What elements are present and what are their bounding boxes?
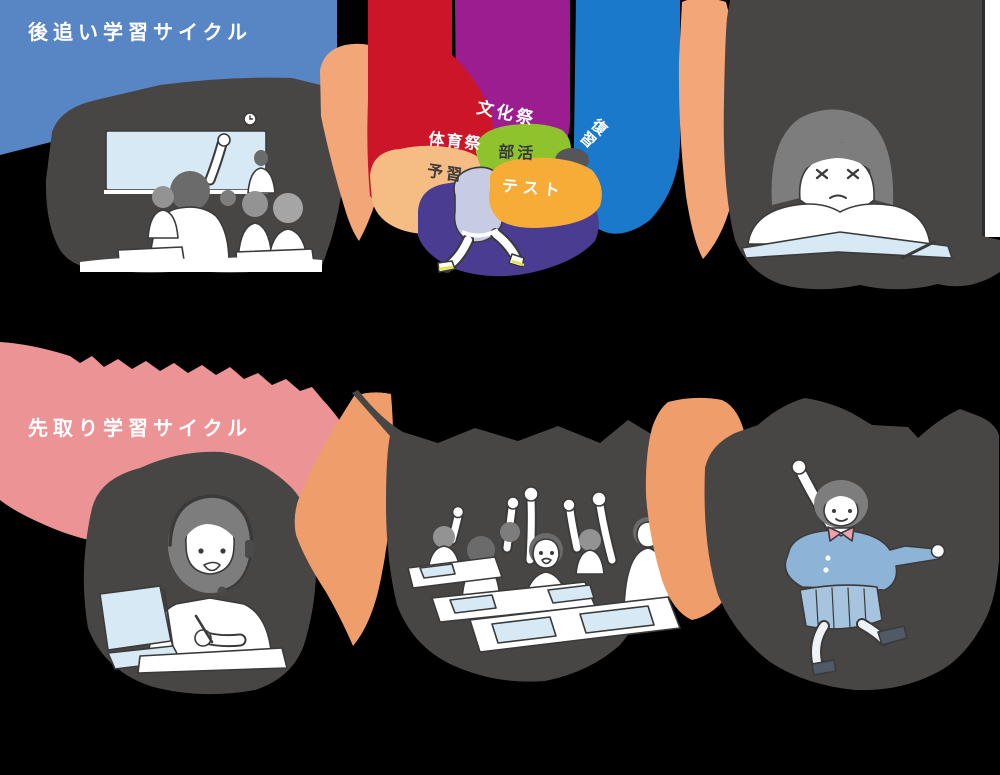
eye bbox=[832, 509, 836, 513]
frown-mouth bbox=[829, 194, 847, 199]
tablet-screen bbox=[99, 585, 172, 651]
open-mouth bbox=[541, 557, 552, 565]
folded-arms bbox=[747, 203, 931, 245]
jumping-happy-student-illustration bbox=[784, 459, 946, 676]
tablet-stand bbox=[163, 589, 174, 649]
eye bbox=[848, 509, 852, 513]
exhausted-student-panel bbox=[723, 0, 1000, 290]
open-smile-mouth bbox=[203, 561, 221, 572]
online-learning-headset-girl-illustration bbox=[99, 494, 288, 674]
cropped-edge-strip bbox=[982, 0, 985, 237]
blazer-button bbox=[825, 555, 831, 561]
online-learning-panel bbox=[83, 451, 317, 695]
raised-hand bbox=[451, 505, 465, 519]
student-head bbox=[220, 190, 236, 206]
raised-hand bbox=[523, 486, 539, 502]
raised-hand bbox=[591, 491, 607, 507]
clock-hands bbox=[249, 115, 254, 120]
x-eye-left bbox=[815, 168, 829, 180]
exhausted-student-at-desk-illustration bbox=[741, 109, 953, 260]
girl-bangs bbox=[821, 487, 861, 508]
busy-schedule-activities-cluster bbox=[367, 0, 681, 277]
student-head-main bbox=[170, 171, 210, 211]
desk-row-edge bbox=[80, 257, 322, 272]
raised-hand bbox=[217, 133, 231, 147]
jumping-student-panel bbox=[704, 398, 999, 691]
open-notebook bbox=[741, 231, 953, 259]
eye bbox=[220, 548, 226, 554]
blazer-button bbox=[823, 567, 829, 573]
eye bbox=[550, 551, 554, 555]
student-head bbox=[467, 536, 495, 564]
teacher-body bbox=[247, 167, 276, 194]
girl-bangs bbox=[798, 142, 876, 175]
student-head bbox=[152, 186, 174, 208]
headset-band bbox=[168, 494, 254, 547]
activity-label-bukatsu: 部活 bbox=[497, 141, 537, 163]
x-eye-right bbox=[846, 168, 860, 180]
ribbon-bow-icon bbox=[827, 526, 855, 542]
headset-earpiece bbox=[245, 540, 254, 558]
student-head bbox=[433, 526, 455, 548]
notebook bbox=[579, 605, 655, 634]
teacher-head bbox=[254, 150, 268, 166]
headset-mic-boom bbox=[222, 556, 252, 592]
student-head bbox=[242, 191, 268, 217]
activity-label-yoshu: 予習 bbox=[425, 160, 467, 186]
runner-waistband bbox=[461, 228, 499, 238]
skirt-pleats bbox=[815, 587, 867, 629]
eye bbox=[539, 551, 543, 555]
student-body bbox=[575, 549, 605, 575]
activity-blob-fukushu bbox=[573, 0, 681, 234]
girl-hair bbox=[771, 109, 894, 205]
shoe bbox=[811, 659, 837, 676]
activity-blob-test bbox=[489, 157, 602, 228]
student-head bbox=[579, 529, 601, 551]
outstretched-hand bbox=[930, 543, 946, 559]
raised-hand bbox=[791, 459, 807, 475]
cycle-arrow-bottom-left bbox=[294, 392, 394, 646]
classroom-lesson-panel bbox=[45, 77, 347, 274]
notebook bbox=[547, 584, 595, 604]
raised-hand bbox=[562, 498, 576, 512]
headset-mic bbox=[217, 586, 227, 596]
eye bbox=[198, 548, 204, 554]
student-back bbox=[147, 209, 179, 239]
classroom-raised-hands-panel bbox=[352, 390, 681, 682]
student-raised-arm bbox=[206, 140, 226, 184]
notebook bbox=[449, 594, 497, 614]
runner-sneaker-stripe bbox=[438, 259, 525, 271]
notebook bbox=[491, 616, 557, 644]
cropped-edge-strip-white bbox=[985, 0, 1000, 237]
bottom-cycle-label: 先取り学習サイクル bbox=[28, 416, 252, 440]
smile-mouth bbox=[835, 518, 848, 522]
pen-icon bbox=[194, 614, 214, 644]
student-head bbox=[500, 522, 520, 542]
classroom-lesson-illustration bbox=[80, 112, 322, 272]
top-cycle-label: 後追い学習サイクル bbox=[28, 20, 252, 44]
notebook bbox=[419, 563, 456, 579]
shoe bbox=[877, 625, 908, 646]
girl-bangs bbox=[183, 510, 237, 540]
pencil-icon bbox=[900, 240, 936, 260]
student-face bbox=[532, 538, 560, 569]
classroom-raised-hands-illustration bbox=[407, 486, 681, 653]
raised-hand bbox=[506, 496, 520, 510]
student-head bbox=[273, 193, 303, 223]
desk-paper bbox=[137, 647, 288, 674]
